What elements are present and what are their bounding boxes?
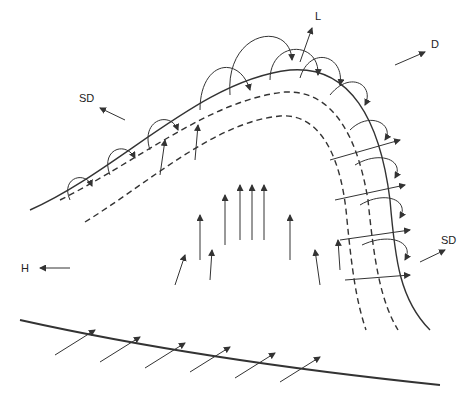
flow-label: H: [20, 262, 30, 274]
flow-label: SD: [440, 234, 457, 246]
flow-label: SD: [78, 92, 95, 104]
flow-label: D: [430, 38, 440, 50]
flow-label: L: [314, 10, 322, 22]
